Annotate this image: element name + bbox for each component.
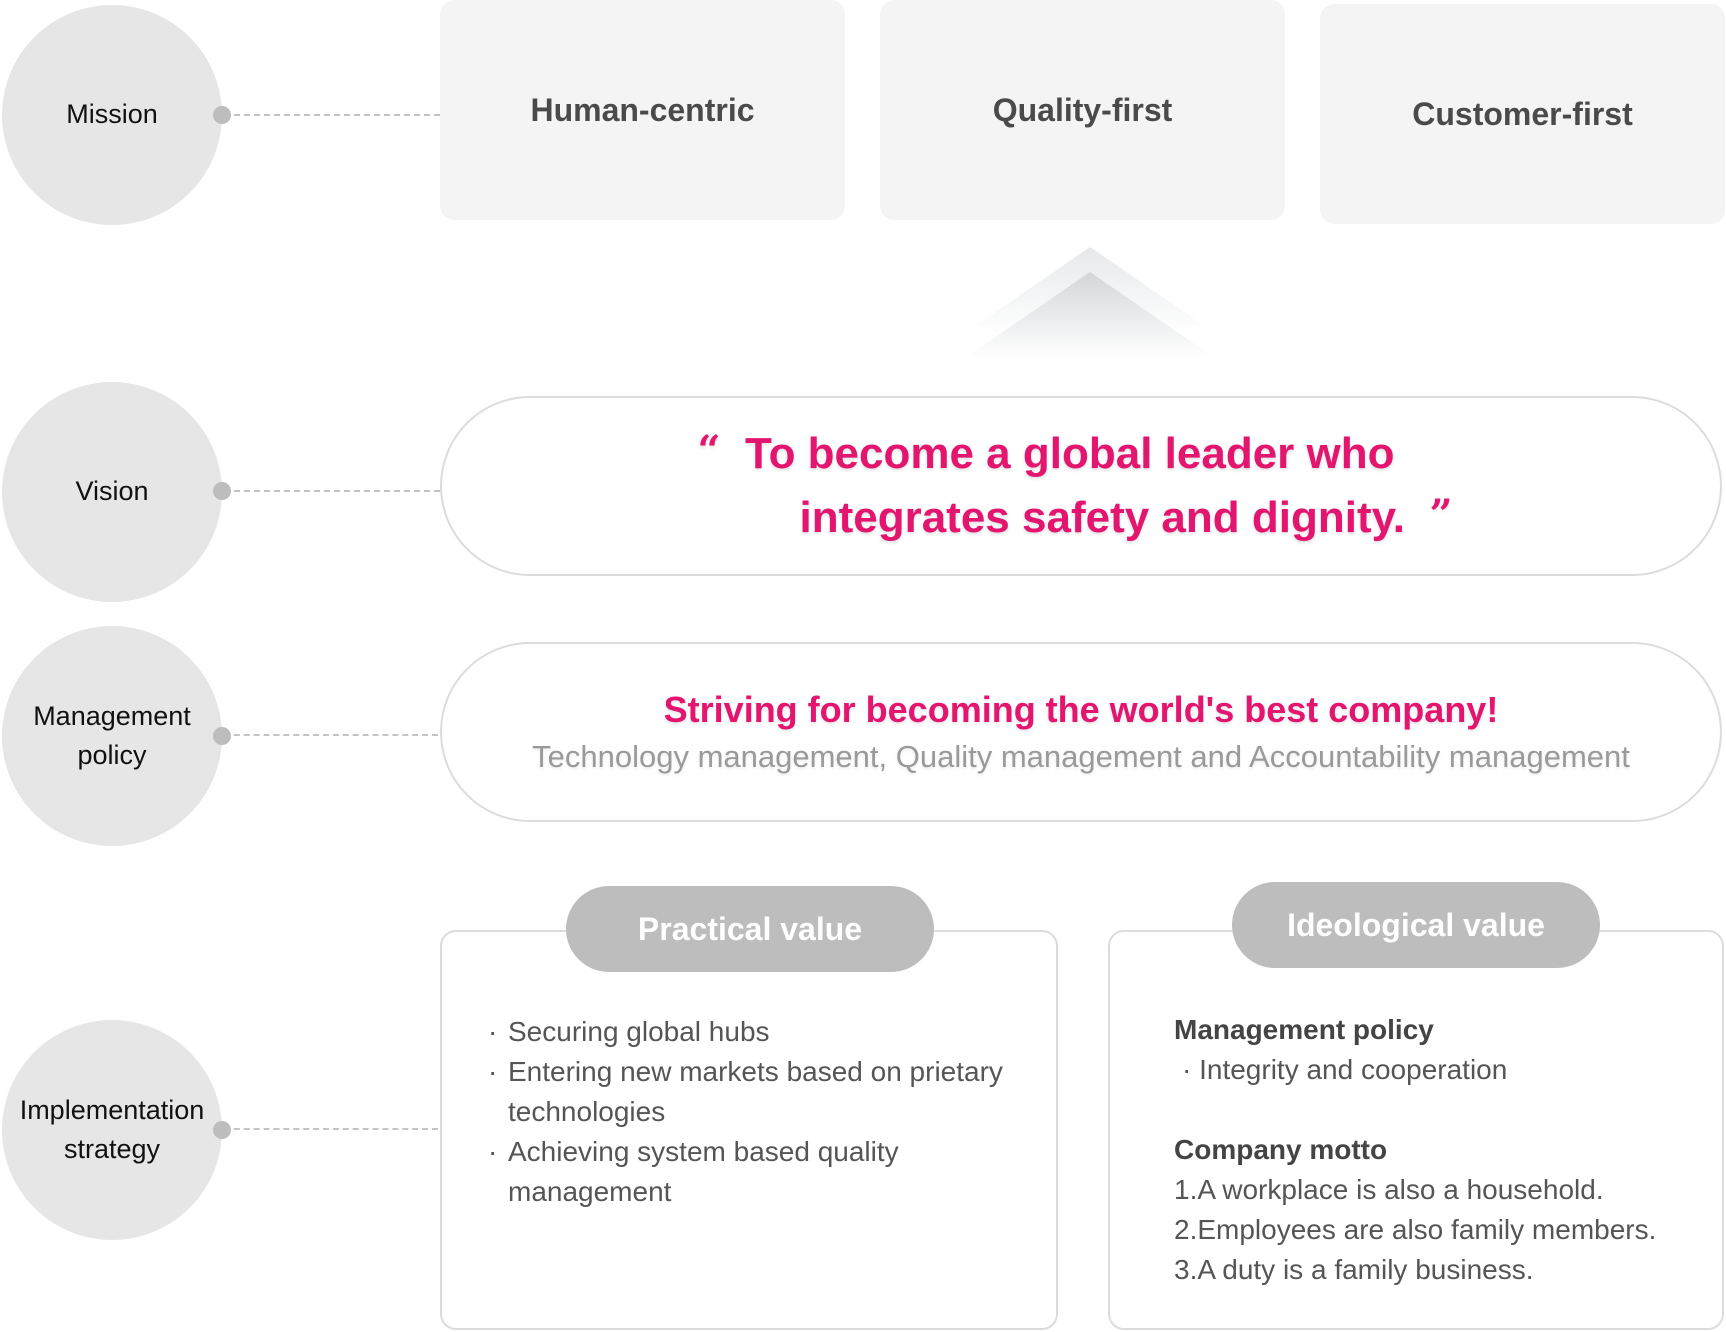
bullet-icon: ·	[488, 1136, 498, 1167]
implementation-strategy-circle: Implementation strategy	[2, 1020, 222, 1240]
vision-connector	[214, 490, 440, 492]
list-item: · Achieving system based quality managem…	[488, 1132, 1003, 1212]
mission-connector	[214, 114, 440, 116]
management-policy-item: · Integrity and cooperation	[1182, 1054, 1508, 1085]
management-policy-label-line2: policy	[77, 740, 147, 770]
vision-connector-dot	[213, 482, 231, 500]
practical-value-header: Practical value	[566, 886, 934, 972]
vision-line-2: integrates safety and dignity. ”	[799, 486, 1452, 550]
management-policy-circle: Management policy	[2, 626, 222, 846]
list-item-text: Entering new markets based on prietary	[508, 1056, 1003, 1087]
list-item: · Securing global hubs	[488, 1012, 1003, 1052]
practical-value-list: · Securing global hubs · Entering new ma…	[488, 1012, 1003, 1212]
vision-text-line2: integrates safety and dignity.	[799, 493, 1406, 542]
mission-box-customer-first: Customer-first	[1320, 4, 1725, 224]
ideological-value-box	[1108, 930, 1724, 1330]
list-item-text: Securing global hubs	[508, 1016, 770, 1047]
vision-circle: Vision	[2, 382, 222, 602]
practical-value-title: Practical value	[637, 910, 863, 947]
list-item-text-continued: management	[508, 1176, 672, 1207]
management-policy-connector-dot	[213, 727, 231, 745]
mission-item-label: Human-centric	[530, 91, 755, 128]
motto-item: 1.A workplace is also a household.	[1174, 1174, 1604, 1205]
bullet-icon: ·	[488, 1016, 498, 1047]
management-policy-label-line1: Management	[33, 700, 191, 731]
company-motto-heading: Company motto	[1174, 1134, 1388, 1165]
mission-connector-dot	[213, 106, 231, 124]
mission-item-label: Customer-first	[1412, 95, 1633, 132]
close-quote-icon: ”	[1429, 491, 1453, 538]
mission-item-label: Quality-first	[992, 91, 1173, 128]
mission-box-human-centric: Human-centric	[440, 0, 845, 220]
management-policy-connector	[214, 734, 438, 736]
management-policy-box: Striving for becoming the world's best c…	[440, 642, 1722, 822]
management-policy-headline: Striving for becoming the world's best c…	[663, 689, 1499, 730]
open-quote-icon: “	[697, 427, 721, 475]
bullet-icon: ·	[488, 1056, 498, 1087]
ideological-value-title: Ideological value	[1287, 906, 1545, 943]
ideological-value-content: Management policy · Integrity and cooper…	[1174, 1010, 1656, 1290]
list-item-text: Achieving system based quality	[508, 1136, 899, 1167]
list-item-text-continued: technologies	[508, 1096, 666, 1127]
vision-label: Vision	[75, 476, 149, 507]
mission-circle: Mission	[2, 5, 222, 225]
management-policy-heading: Management policy	[1174, 1014, 1434, 1045]
ideological-value-header: Ideological value	[1232, 882, 1600, 968]
management-policy-subline: Technology management, Quality managemen…	[532, 739, 1630, 774]
motto-item: 3.A duty is a family business.	[1174, 1254, 1534, 1285]
mission-label: Mission	[66, 99, 158, 130]
up-arrow-icon	[965, 247, 1215, 358]
implementation-strategy-label-line1: Implementation	[19, 1094, 205, 1125]
motto-item: 2.Employees are also family members.	[1174, 1214, 1657, 1245]
implementation-strategy-label-line2: strategy	[63, 1134, 161, 1164]
implementation-strategy-connector-dot	[213, 1121, 231, 1139]
mission-box-quality-first: Quality-first	[880, 0, 1285, 220]
vision-text-line1: To become a global leader who	[744, 429, 1395, 479]
list-item: · Entering new markets based on prietary…	[488, 1052, 1003, 1132]
vision-line-1: “ To become a global leader who	[697, 422, 1394, 486]
vision-statement-box: “ To become a global leader who integrat…	[440, 396, 1722, 576]
implementation-strategy-connector	[214, 1128, 438, 1130]
